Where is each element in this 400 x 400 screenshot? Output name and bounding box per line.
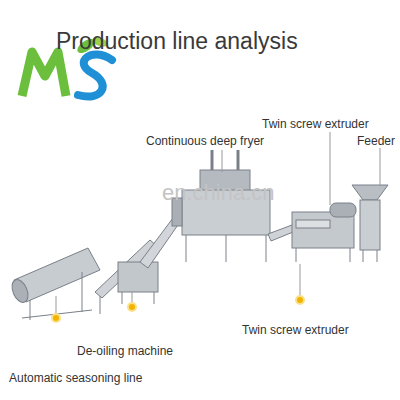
feeder-hopper	[352, 185, 388, 200]
de-oiler-leg	[154, 292, 155, 304]
feeder-leg	[377, 250, 378, 262]
logo-s	[78, 55, 112, 97]
callout-dot	[296, 296, 304, 304]
fryer-leg	[186, 235, 187, 262]
machine-label: Twin screw extruder	[262, 117, 369, 131]
drum-leg	[82, 272, 83, 312]
callout-dot	[52, 314, 60, 322]
conveyor-leg	[100, 296, 101, 314]
exhaust-stack	[237, 150, 240, 170]
exhaust-stack	[211, 150, 214, 170]
extruder-leg	[296, 248, 297, 262]
feeder-body	[360, 200, 380, 250]
feeder-leg	[363, 250, 364, 262]
seasoning-drum	[9, 248, 100, 320]
watermark: en.china.cn	[162, 180, 275, 206]
de-oiler-leg	[122, 292, 123, 304]
callout-dots	[52, 296, 304, 322]
machine-label: Feeder	[357, 134, 395, 148]
extruder-motor	[330, 203, 356, 217]
continuous-fryer	[172, 150, 270, 262]
leader-line	[380, 148, 381, 186]
extruder-leg	[350, 248, 351, 262]
drum-end	[9, 277, 31, 305]
de-oiling-machine	[118, 214, 182, 304]
machine-label: Continuous deep fryer	[146, 134, 264, 148]
callout-dot	[128, 303, 136, 311]
twin-screw-extruder	[292, 203, 356, 262]
incline-conveyor	[95, 240, 157, 298]
fryer-leg	[266, 235, 267, 262]
machine-label: Twin screw extruder	[242, 323, 349, 337]
feeder	[352, 185, 388, 262]
extruder-barrel	[296, 220, 330, 228]
fryer-leg	[226, 235, 227, 262]
leader-line	[330, 132, 331, 205]
de-oiler-body	[118, 262, 158, 292]
leader-line	[222, 150, 223, 172]
logo-m	[22, 52, 66, 96]
machine-label: Automatic seasoning line	[9, 371, 142, 385]
leader-lines	[56, 132, 380, 318]
machine-label: De-oiling machine	[77, 344, 173, 358]
diagram-title: Production line analysis	[56, 28, 298, 55]
leader-line	[300, 264, 301, 300]
